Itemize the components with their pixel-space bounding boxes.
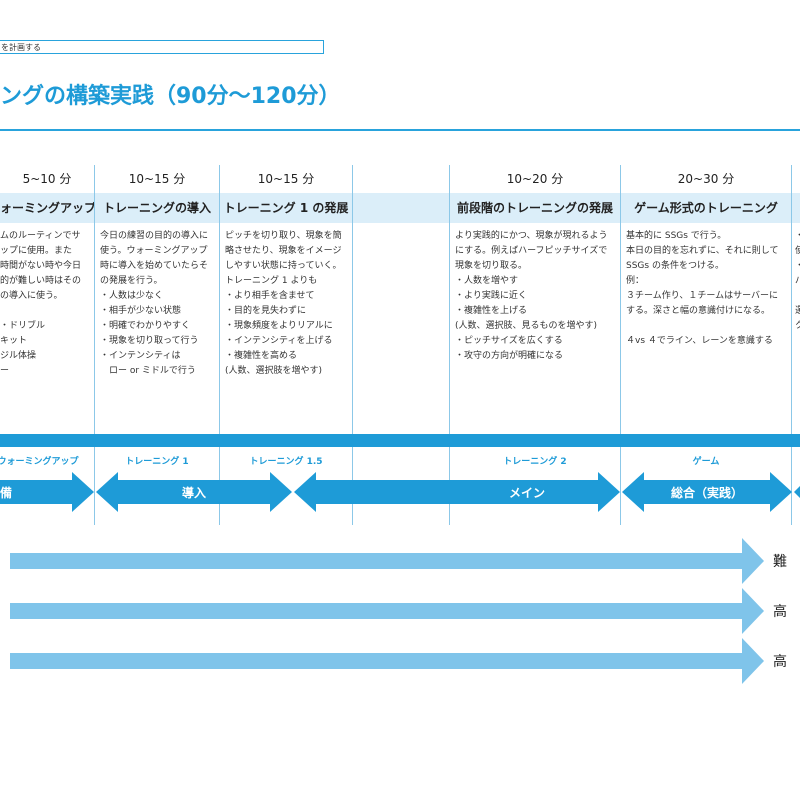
stage-label: ゲーム — [692, 457, 720, 467]
gradient-label: 高 — [773, 604, 787, 620]
column-divider — [449, 165, 450, 525]
phase-label: 備 — [0, 486, 13, 500]
column-heading: ォーミングアップ — [0, 193, 94, 223]
column-divider — [352, 165, 353, 525]
column-divider — [219, 165, 220, 525]
column-duration: 10~15 分 — [257, 172, 315, 186]
column-duration: 10~20 分 — [506, 172, 564, 186]
column-warmup: 5~10 分 ォーミングアップ ムのルーティンでサ ップに使用。また 時間がない… — [0, 165, 94, 379]
column-description: より実践的にかつ、現象が現れるよう にする。例えばハーフピッチサイズで 現象を切… — [455, 231, 608, 361]
column-divider — [94, 165, 95, 525]
column-heading: トレーニングの導入 — [95, 193, 219, 223]
column-empty — [353, 165, 449, 223]
phase-arrow-prepare — [0, 472, 94, 512]
column-training-intro: 10~15 分 トレーニングの導入 今日の練習の目的の導入に 使う。ウォーミング… — [95, 165, 219, 379]
phase-label: 総合（実践） — [670, 486, 743, 500]
intensity-arrow — [10, 588, 764, 634]
column-game-format: 20~30 分 ゲーム形式のトレーニング 基本的に SSGs で行う。 本日の目… — [621, 165, 791, 349]
stage-label: ウォーミングアップ — [0, 457, 79, 467]
column-cutoff: ・ 使 ・ パ 選 ク — [792, 165, 800, 334]
section-tag: を計画する — [0, 40, 324, 54]
timeline-bar — [0, 434, 800, 447]
phase-label: メイン — [508, 486, 545, 500]
phase-arrows — [0, 472, 800, 512]
phase-label: 導入 — [181, 486, 206, 500]
phase-arrow-intro — [96, 472, 292, 512]
column-heading: 前段階のトレーニングの発展 — [450, 193, 620, 223]
gradient-label: 難 — [773, 554, 787, 570]
column-description: ピッチを切り取り、現象を簡 略させたり、現象をイメージ しやすい状態に持っていく… — [225, 231, 342, 376]
column-heading: トレーニング 1 の発展 — [220, 193, 352, 223]
difficulty-arrow — [10, 538, 764, 584]
column-description: 今日の練習の目的の導入に 使う。ウォーミングアップ 時に導入を始めていたらそ の… — [100, 231, 209, 376]
column-duration: 10~15 分 — [128, 172, 186, 186]
column-duration: 20~30 分 — [677, 172, 735, 186]
phase-arrow-main — [294, 472, 620, 512]
phase-arrow-synthesis — [622, 472, 792, 512]
stage-label: トレーニング 2 — [503, 457, 567, 467]
column-heading-empty — [353, 193, 449, 223]
column-previous-stage-development: 10~20 分 前段階のトレーニングの発展 より実践的にかつ、現象が現れるよう … — [450, 165, 620, 364]
column-divider — [620, 165, 621, 525]
column-description: 基本的に SSGs で行う。 本日の目的を忘れずに、それに則して SSGs の条… — [626, 231, 779, 346]
column-heading: ゲーム形式のトレーニング — [621, 193, 791, 223]
phase-arrow-next — [794, 486, 800, 498]
gradient-label: 高 — [773, 654, 787, 670]
page-title: ングの構築実践（90分〜120分） — [0, 84, 341, 109]
title-rule — [0, 129, 800, 131]
column-description: ムのルーティンでサ ップに使用。また 時間がない時や今日 的が難しい時はその の… — [0, 231, 82, 376]
stage-label: トレーニング 1 — [125, 457, 189, 467]
stage-label: トレーニング 1.5 — [249, 457, 323, 467]
complexity-arrow — [10, 638, 764, 684]
column-divider — [791, 165, 792, 525]
column-description: ・ 使 ・ パ 選 ク — [795, 231, 800, 331]
column-training-development: 10~15 分 トレーニング 1 の発展 ピッチを切り取り、現象を簡 略させたり… — [220, 165, 352, 379]
column-duration: 5~10 分 — [22, 172, 72, 186]
